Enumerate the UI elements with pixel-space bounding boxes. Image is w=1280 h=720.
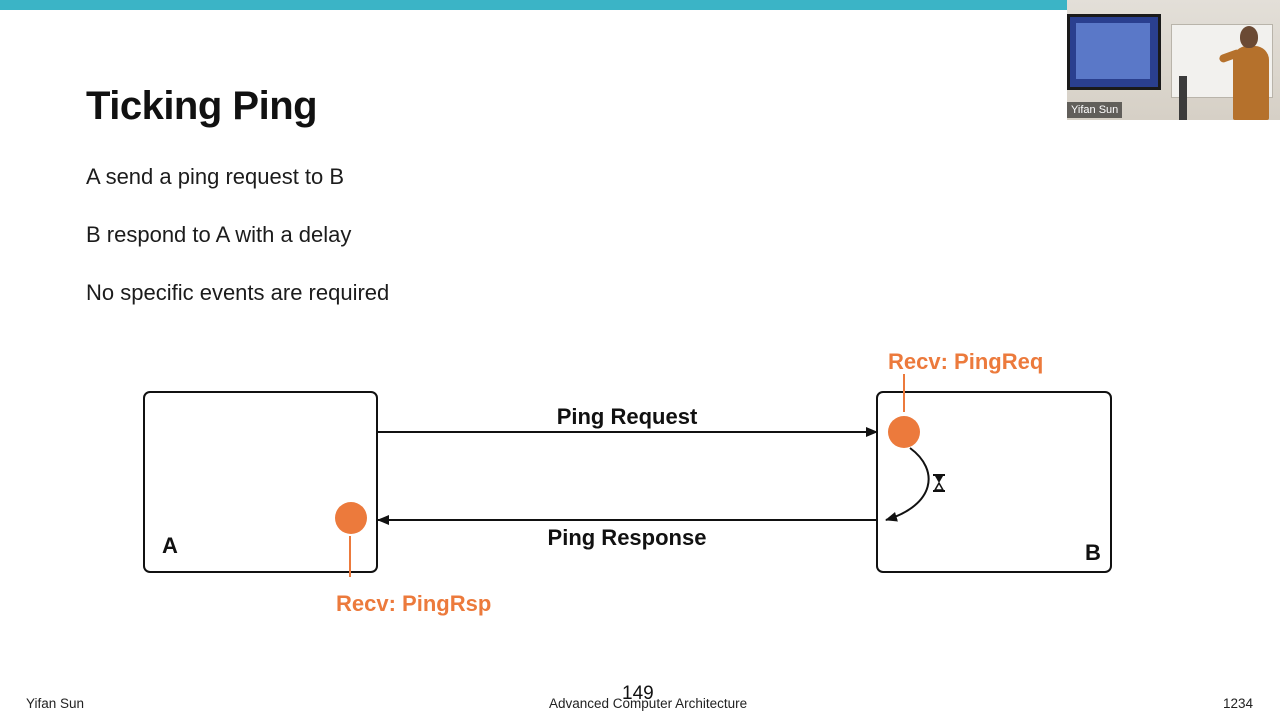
- node-b-box: [876, 391, 1112, 573]
- footer-course: Advanced Computer Architecture: [549, 696, 748, 711]
- node-a-box: [143, 391, 378, 573]
- bullet-item: A send a ping request to B: [86, 164, 345, 189]
- bullet-item: No specific events are required: [86, 280, 390, 305]
- recv-rsp-label: Recv: PingRsp: [336, 591, 491, 616]
- recv-rsp-event-dot: [335, 502, 367, 534]
- participant-name-label: Yifan Sun: [1067, 102, 1123, 118]
- accent-bar: [0, 0, 1067, 10]
- recv-req-label: Recv: PingReq: [888, 349, 1043, 374]
- presenter-head-image: [1240, 26, 1258, 48]
- footer-page: 1234: [1222, 696, 1253, 711]
- presenter-image: [1233, 46, 1269, 120]
- ping-request-label: Ping Request: [557, 404, 698, 429]
- bullet-item: B respond to A with a delay: [86, 222, 352, 247]
- node-a-label: A: [162, 533, 178, 558]
- participant-video[interactable]: Yifan Sun: [1067, 0, 1280, 120]
- recv-req-event-dot: [888, 416, 920, 448]
- stand-image: [1179, 76, 1187, 120]
- projector-screen-image: [1067, 14, 1161, 90]
- hourglass-icon: [933, 474, 945, 492]
- slide-title: Ticking Ping: [86, 84, 318, 128]
- footer-presenter: Yifan Sun: [26, 696, 85, 711]
- delay-curve: [885, 447, 930, 522]
- node-b-label: B: [1085, 540, 1101, 565]
- ping-response-label: Ping Response: [548, 525, 707, 550]
- slide-number: 149: [622, 683, 654, 704]
